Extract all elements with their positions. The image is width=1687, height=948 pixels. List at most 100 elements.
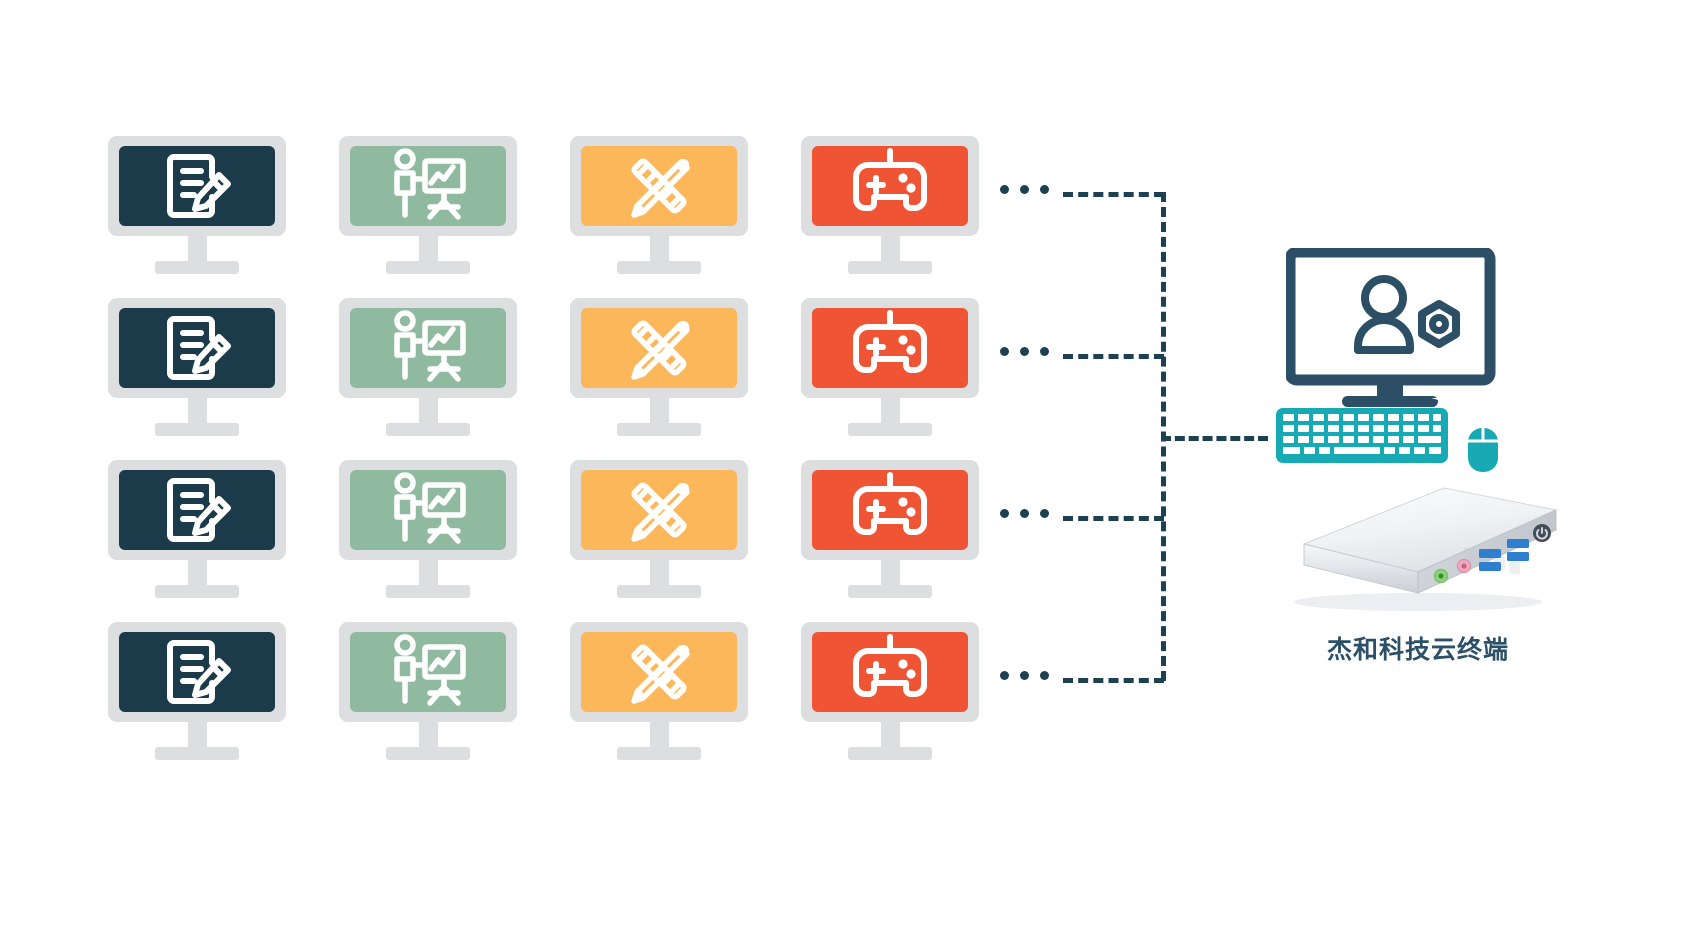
client-monitor-document[interactable] bbox=[108, 622, 286, 760]
client-screen-gaming bbox=[812, 470, 968, 550]
server-monitor-svg bbox=[1284, 246, 1496, 407]
user-gear-icon bbox=[1354, 275, 1414, 354]
client-neck bbox=[880, 722, 900, 747]
client-bezel bbox=[339, 136, 517, 236]
ruler-pencil-icon bbox=[631, 320, 690, 380]
client-neck bbox=[880, 236, 900, 261]
cloud-terminal-group[interactable]: 杰和科技云终端 bbox=[1268, 246, 1568, 708]
client-stand-base bbox=[386, 261, 470, 274]
client-neck bbox=[187, 398, 207, 423]
client-bezel bbox=[570, 622, 748, 722]
mouse-cable bbox=[1425, 391, 1485, 431]
client-neck bbox=[187, 722, 207, 747]
client-screen-design bbox=[581, 632, 737, 712]
client-neck bbox=[649, 560, 669, 585]
client-monitor-design[interactable] bbox=[570, 298, 748, 436]
client-bezel bbox=[570, 136, 748, 236]
client-stand-base bbox=[617, 261, 701, 274]
client-bezel bbox=[108, 622, 286, 722]
client-bezel bbox=[801, 298, 979, 398]
client-monitor-training[interactable] bbox=[339, 460, 517, 598]
client-neck bbox=[187, 236, 207, 261]
mini-pc-device[interactable] bbox=[1268, 480, 1558, 625]
client-bezel bbox=[801, 622, 979, 722]
device-shadow bbox=[1294, 593, 1542, 611]
client-screen-document bbox=[119, 308, 275, 388]
client-monitor-gaming[interactable] bbox=[801, 622, 979, 760]
client-monitor-design[interactable] bbox=[570, 460, 748, 598]
client-bezel bbox=[801, 460, 979, 560]
device-ports[interactable] bbox=[1433, 524, 1552, 584]
client-stand-base bbox=[386, 747, 470, 760]
keyboard-mouse-group[interactable] bbox=[1276, 391, 1536, 483]
client-neck bbox=[418, 236, 438, 261]
gamepad-icon bbox=[853, 310, 927, 373]
client-monitor-design[interactable] bbox=[570, 622, 748, 760]
client-stand-base bbox=[617, 423, 701, 436]
client-screen-gaming bbox=[812, 632, 968, 712]
client-bezel bbox=[108, 460, 286, 560]
client-screen-design bbox=[581, 146, 737, 226]
client-neck bbox=[649, 236, 669, 261]
client-stand-base bbox=[848, 585, 932, 598]
client-neck bbox=[418, 722, 438, 747]
client-neck bbox=[187, 560, 207, 585]
client-stand-base bbox=[155, 423, 239, 436]
client-stand-base bbox=[617, 747, 701, 760]
client-stand-base bbox=[155, 747, 239, 760]
client-stand-base bbox=[386, 423, 470, 436]
monitor-base bbox=[1342, 396, 1438, 407]
client-monitor-document[interactable] bbox=[108, 136, 286, 274]
server-monitor[interactable] bbox=[1284, 246, 1516, 413]
ruler-pencil-icon bbox=[631, 158, 690, 218]
client-monitor-gaming[interactable] bbox=[801, 460, 979, 598]
client-stand-base bbox=[848, 261, 932, 274]
keyboard-mouse-svg bbox=[1276, 391, 1498, 472]
usb3-port-3 bbox=[1507, 539, 1529, 548]
client-screen-training bbox=[350, 632, 506, 712]
client-neck bbox=[880, 398, 900, 423]
client-neck bbox=[649, 722, 669, 747]
client-stand-base bbox=[155, 261, 239, 274]
client-screen-document bbox=[119, 632, 275, 712]
client-bezel bbox=[570, 298, 748, 398]
client-monitor-document[interactable] bbox=[108, 460, 286, 598]
client-monitor-training[interactable] bbox=[339, 298, 517, 436]
gamepad-icon bbox=[853, 148, 927, 211]
client-stand-base bbox=[617, 585, 701, 598]
cloud-terminal-label: 杰和科技云终端 bbox=[1326, 636, 1509, 664]
client-screen-training bbox=[350, 146, 506, 226]
presentation-chart-icon bbox=[394, 634, 466, 706]
row-ellipsis-4 bbox=[1000, 671, 1049, 680]
usb3-port-4 bbox=[1507, 552, 1529, 561]
client-stand-base bbox=[386, 585, 470, 598]
client-bezel bbox=[339, 460, 517, 560]
row-ellipsis-2 bbox=[1000, 347, 1049, 356]
server-branch-line bbox=[1161, 436, 1268, 441]
client-neck bbox=[649, 398, 669, 423]
audio-out-port-icon bbox=[1433, 568, 1449, 584]
client-bezel bbox=[108, 136, 286, 236]
row-connector-line-4 bbox=[1063, 678, 1164, 683]
power-icon-ring bbox=[1536, 529, 1548, 540]
client-screen-design bbox=[581, 470, 737, 550]
row-connector-line-3 bbox=[1063, 516, 1164, 521]
client-monitor-training[interactable] bbox=[339, 136, 517, 274]
mouse-body[interactable] bbox=[1468, 428, 1498, 472]
client-stand-base bbox=[848, 747, 932, 760]
client-monitor-gaming[interactable] bbox=[801, 136, 979, 274]
client-monitor-gaming[interactable] bbox=[801, 298, 979, 436]
client-screen-gaming bbox=[812, 146, 968, 226]
document-edit-icon bbox=[167, 316, 231, 380]
document-edit-icon bbox=[167, 478, 231, 542]
client-monitor-training[interactable] bbox=[339, 622, 517, 760]
client-bezel bbox=[339, 298, 517, 398]
client-screen-document bbox=[119, 146, 275, 226]
monitor-neck bbox=[1377, 380, 1403, 398]
client-stand-base bbox=[848, 423, 932, 436]
usb3-port-1 bbox=[1479, 549, 1501, 558]
client-monitor-design[interactable] bbox=[570, 136, 748, 274]
document-edit-icon bbox=[167, 154, 231, 218]
ruler-pencil-icon bbox=[631, 644, 690, 704]
client-monitor-document[interactable] bbox=[108, 298, 286, 436]
